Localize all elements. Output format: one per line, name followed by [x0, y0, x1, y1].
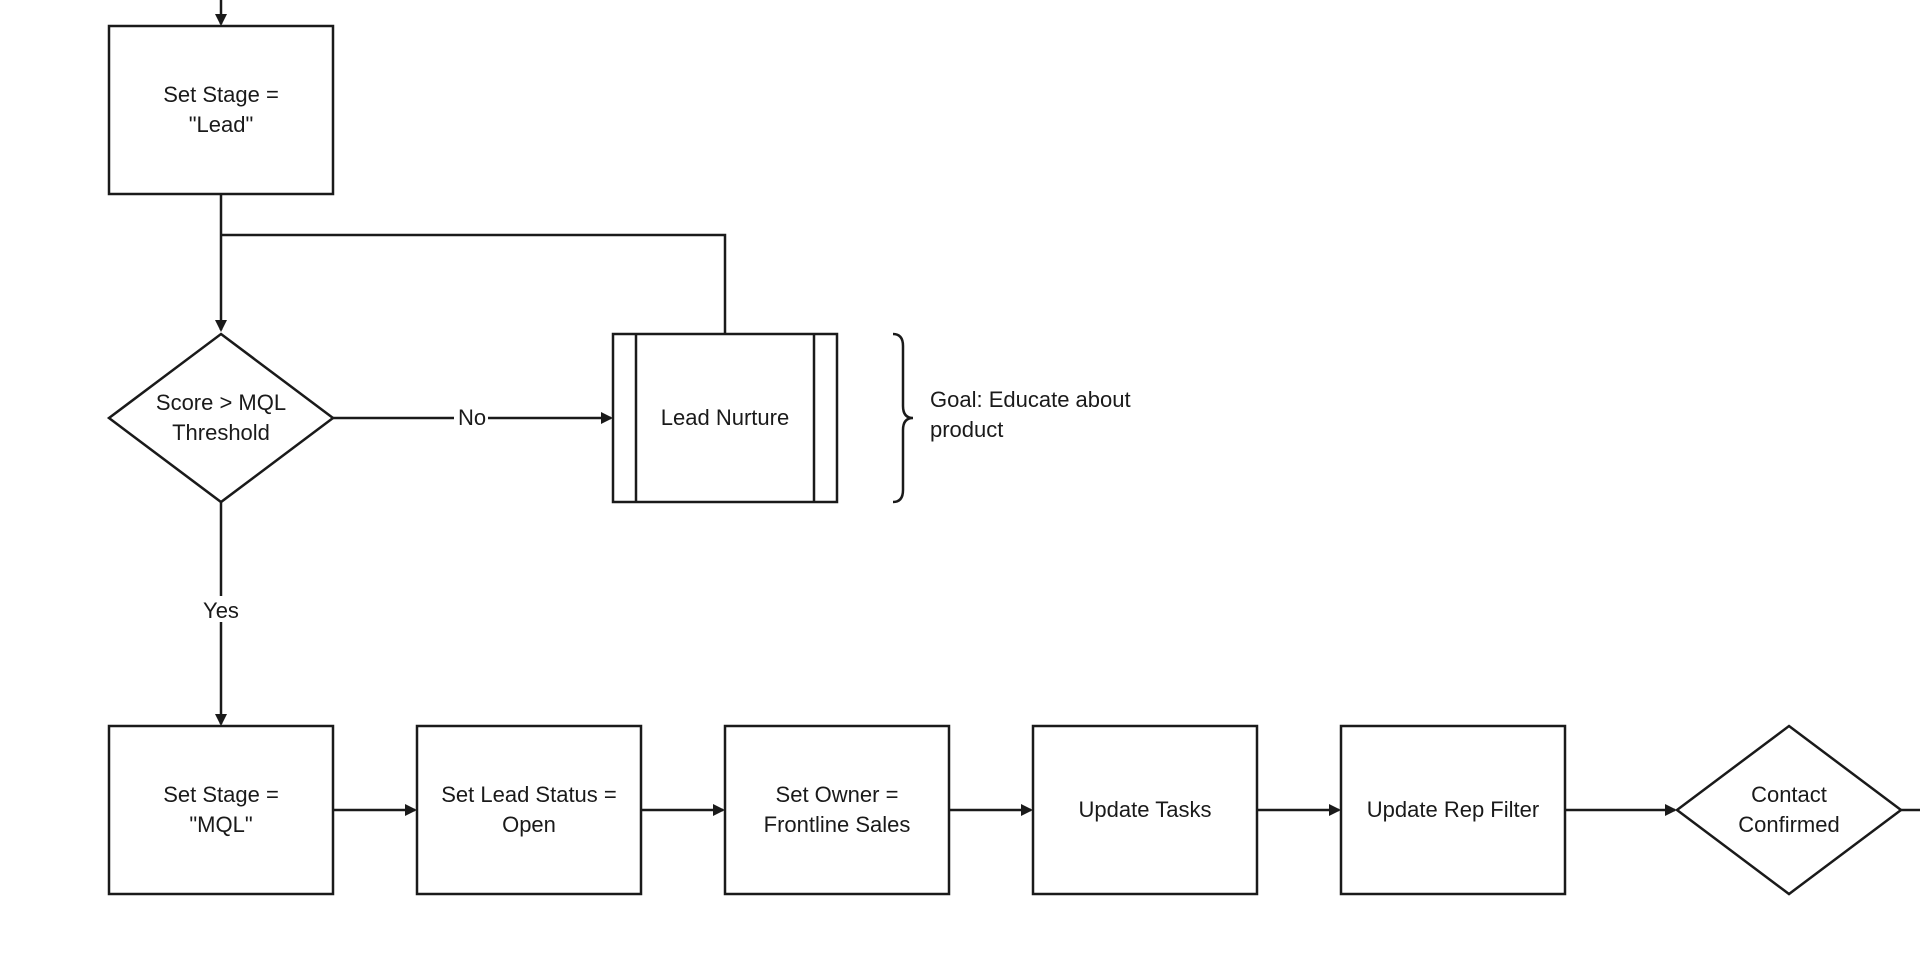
node-set-lead-status: Set Lead Status = Open [415, 724, 643, 896]
annotation-text: Goal: Educate about product [930, 387, 1131, 442]
edge-label-no: No [458, 405, 486, 430]
node-set-stage-mql: Set Stage = "MQL" [107, 724, 335, 896]
node-label-line: Update Tasks [1079, 797, 1212, 822]
svg-text:Set Owner =Frontline Sales: Set Owner = Frontline Sales [764, 782, 911, 837]
annotation-brace [892, 332, 914, 504]
node-label-line: Set Stage = [163, 782, 279, 807]
node-lead-nurture: Lead Nurture [611, 332, 839, 504]
node-label-line: "Lead" [189, 112, 254, 137]
node-label-line: Update Rep Filter [1367, 797, 1539, 822]
node-label-line: Threshold [172, 420, 270, 445]
node-label-line: Set Owner = [776, 782, 899, 807]
node-set-owner: Set Owner = Frontline Sales [723, 724, 951, 896]
svg-text:Set Stage ="Lead": Set Stage = "Lead" [163, 82, 279, 137]
node-update-rep-filter: Update Rep Filter [1339, 724, 1567, 896]
edge-nurture-loop [221, 233, 727, 333]
svg-text:Update Rep Filter: Update Rep Filter [1367, 797, 1539, 822]
svg-text:Set Lead Status =Open: Set Lead Status = Open [441, 782, 617, 837]
svg-text:Set Stage ="MQL": Set Stage = "MQL" [163, 782, 279, 837]
node-update-tasks: Update Tasks [1031, 724, 1259, 896]
node-label-line: Set Stage = [163, 82, 279, 107]
node-label-line: "MQL" [189, 812, 252, 837]
edge-label-yes: Yes [203, 598, 239, 623]
annotation-line: product [930, 417, 1003, 442]
node-label-line: Confirmed [1738, 812, 1839, 837]
node-score-decision: Score > MQL Threshold [106, 332, 336, 504]
svg-text:Update Tasks: Update Tasks [1079, 797, 1212, 822]
node-label-line: Lead Nurture [661, 405, 789, 430]
node-label-line: Set Lead Status = [441, 782, 617, 807]
annotation: Goal: Educate about product [892, 332, 1131, 504]
node-set-stage-lead: Set Stage = "Lead" [107, 24, 335, 196]
annotation-line: Goal: Educate about [930, 387, 1131, 412]
node-label-line: Score > MQL [156, 390, 286, 415]
node-label-line: Frontline Sales [764, 812, 911, 837]
node-label-line: Open [502, 812, 556, 837]
svg-text:Lead Nurture: Lead Nurture [661, 405, 789, 430]
edge-labels: No Yes [198, 404, 488, 623]
node-label-line: Contact [1751, 782, 1827, 807]
